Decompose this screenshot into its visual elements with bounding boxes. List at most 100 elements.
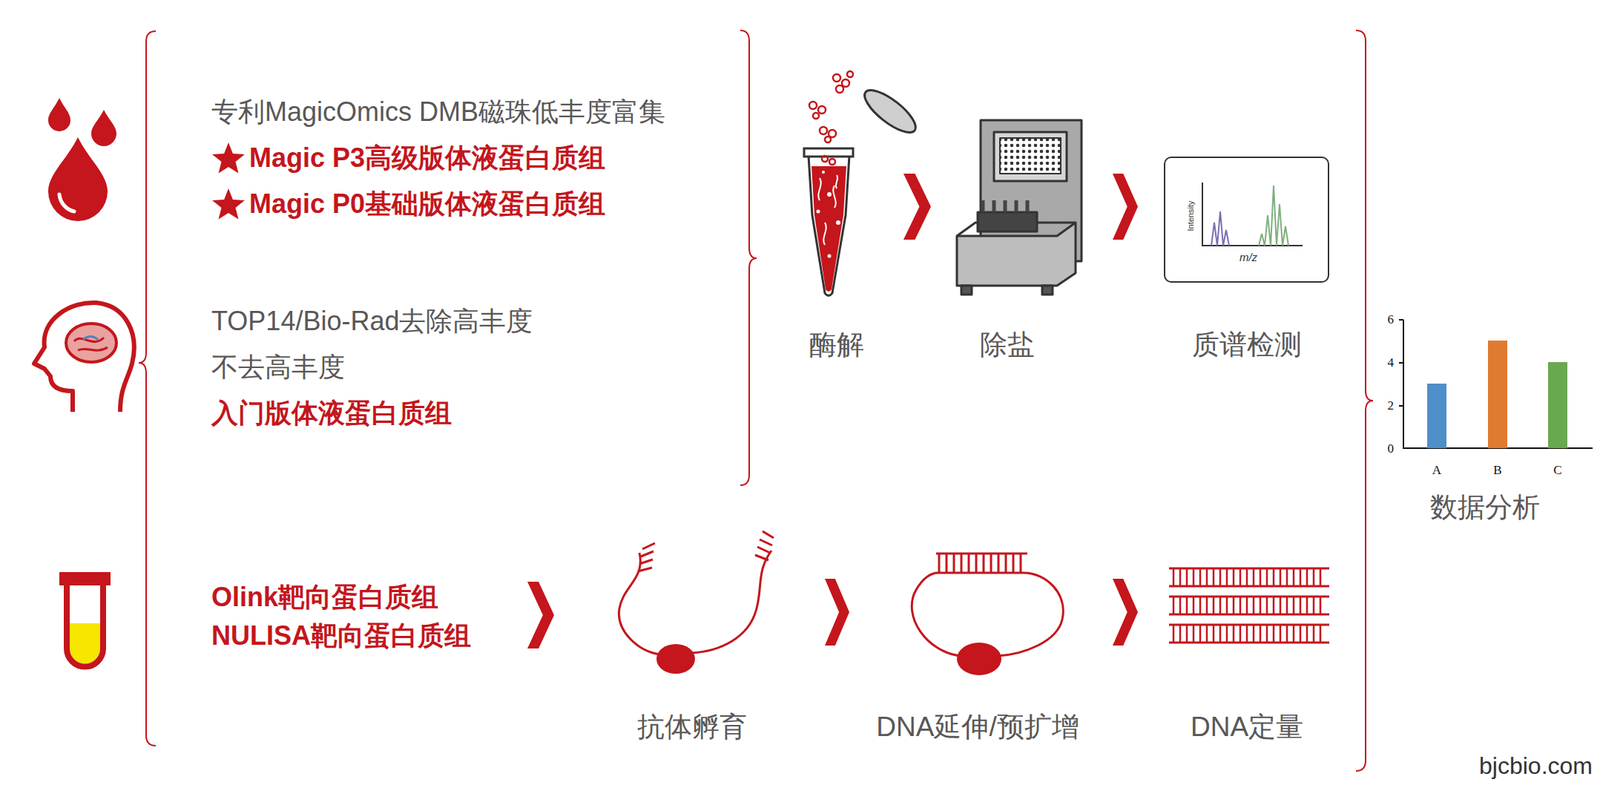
spectrum-frame: Intensitym/z xyxy=(1163,156,1330,283)
dna-quantification-part xyxy=(1186,624,1189,643)
dna-quantification-part xyxy=(1239,568,1242,586)
head-brain-icon xyxy=(34,302,135,412)
axis-title: m/z xyxy=(1239,251,1258,263)
dna-quantification-part xyxy=(1259,568,1262,586)
dna-extension-part xyxy=(939,553,1021,573)
bar-chart-part xyxy=(1398,319,1404,406)
eppendorf-tube-part xyxy=(808,155,850,296)
blood-drop-icon xyxy=(48,97,117,222)
eppendorf-tube-part-part xyxy=(824,136,831,143)
dna-quantification-part xyxy=(1186,596,1189,615)
dna-quantification-part xyxy=(1206,624,1209,643)
dna-quantification-part xyxy=(1212,568,1216,586)
category-label: C xyxy=(1553,462,1562,478)
dna-quantification-part xyxy=(1169,568,1330,586)
dna-quantification-part xyxy=(1279,596,1282,615)
step-label: 数据分析 xyxy=(1430,491,1540,524)
chevron-arrow xyxy=(903,173,931,240)
dna-extension-part-part xyxy=(975,553,978,573)
brace-part xyxy=(740,30,757,486)
method-text: 不去高丰度 xyxy=(211,351,345,383)
eppendorf-tube-part-part xyxy=(821,170,825,174)
axis-tick: 4 xyxy=(1387,355,1395,371)
axis-tick: 6 xyxy=(1387,312,1395,328)
blood-drop-icon-part xyxy=(59,194,75,212)
desalting-instrument-part xyxy=(993,132,1067,181)
dna-quantification-part xyxy=(1226,596,1229,615)
axis-tick: 0 xyxy=(1387,441,1395,457)
eppendorf-tube-part-part xyxy=(819,126,828,135)
bar-chart-part xyxy=(1487,340,1508,449)
dna-quantification-part xyxy=(1272,596,1276,615)
antibody-probe-part xyxy=(656,643,696,674)
antibody-probe-part xyxy=(755,531,774,561)
dna-extension-part-part xyxy=(960,553,963,573)
desalting-instrument xyxy=(956,120,1082,295)
blood-drop-icon-part xyxy=(48,137,108,222)
dna-quantification-part xyxy=(1232,568,1236,586)
product-name: Magic P0基础版体液蛋白质组 xyxy=(249,188,606,219)
dna-quantification-part xyxy=(1212,596,1216,615)
chevron-arrow xyxy=(824,578,850,646)
dna-quantification-part xyxy=(1272,624,1276,643)
desalting-instrument-part xyxy=(1042,285,1053,295)
spectrum-plot xyxy=(1202,182,1303,246)
dna-quantification-part xyxy=(1292,568,1296,586)
dna-quantification-part xyxy=(1192,624,1195,643)
dna-extension-part-part xyxy=(968,553,971,573)
dna-quantification-part xyxy=(1279,568,1282,586)
test-tube-icon-part xyxy=(66,585,104,667)
dna-quantification-part xyxy=(1259,624,1262,643)
dna-quantification-part xyxy=(1272,568,1276,586)
eppendorf-tube-part-part xyxy=(841,79,850,87)
dna-quantification-part xyxy=(1319,568,1322,586)
eppendorf-tube-part xyxy=(811,166,847,292)
dna-quantification-part xyxy=(1219,568,1222,586)
dna-quantification-part xyxy=(1286,596,1289,615)
step-label: DNA定量 xyxy=(1190,711,1304,744)
dna-quantification-part xyxy=(1312,568,1316,586)
eppendorf-tube-part-part xyxy=(812,112,819,119)
dna-quantification-part xyxy=(1252,596,1256,615)
dna-quantification-part xyxy=(1219,624,1222,643)
dna-quantification-part xyxy=(1172,596,1175,615)
product-name: Olink靶向蛋白质组 xyxy=(211,581,439,612)
dna-extension-part-part xyxy=(953,553,956,573)
method-text: 专利MagicOmics DMB磁珠低丰度富集 xyxy=(211,96,666,127)
dna-quantification-part xyxy=(1219,596,1222,615)
step-label: 质谱检测 xyxy=(1192,329,1302,362)
dna-quantification-part xyxy=(1246,568,1249,586)
desalting-instrument-part xyxy=(961,285,972,295)
dna-quantification-part xyxy=(1179,568,1182,586)
dna-extension-part-part xyxy=(982,553,986,573)
bar-chart-part xyxy=(1403,319,1593,449)
dna-quantification-part xyxy=(1319,624,1322,643)
chevron-arrow xyxy=(1112,173,1138,240)
dna-quantification-part xyxy=(1169,624,1330,643)
dna-extension-part-part xyxy=(997,553,1000,573)
antibody-probe-part xyxy=(691,550,772,653)
step-label: 除盐 xyxy=(979,329,1035,362)
dna-quantification-part xyxy=(1172,568,1175,586)
chevron-arrow xyxy=(1112,578,1138,646)
eppendorf-tube-part-part xyxy=(829,158,836,165)
watermark: bjcbio.com xyxy=(1479,752,1593,780)
bar-chart xyxy=(1398,319,1593,449)
product-name: NULISA靶向蛋白质组 xyxy=(211,620,472,651)
brace xyxy=(138,30,1374,771)
dna-quantification-part xyxy=(1299,596,1302,615)
dna-extension-part-part xyxy=(1012,553,1015,573)
method-text: TOP14/Bio-Rad去除高丰度 xyxy=(211,305,533,337)
eppendorf-tube xyxy=(804,71,922,296)
dna-quantification-part xyxy=(1312,624,1316,643)
eppendorf-tube-part-part xyxy=(833,74,841,82)
test-tube-icon-part xyxy=(69,623,101,664)
chevron-arrows xyxy=(527,173,1138,649)
dna-quantification-part xyxy=(1292,624,1296,643)
dna-quantification-part xyxy=(1279,624,1282,643)
dna-quantification-part xyxy=(1306,568,1309,586)
dna-quantification-part xyxy=(1186,568,1189,586)
dna-extension-part-part xyxy=(945,553,948,573)
dna-quantification-part xyxy=(1319,596,1322,615)
